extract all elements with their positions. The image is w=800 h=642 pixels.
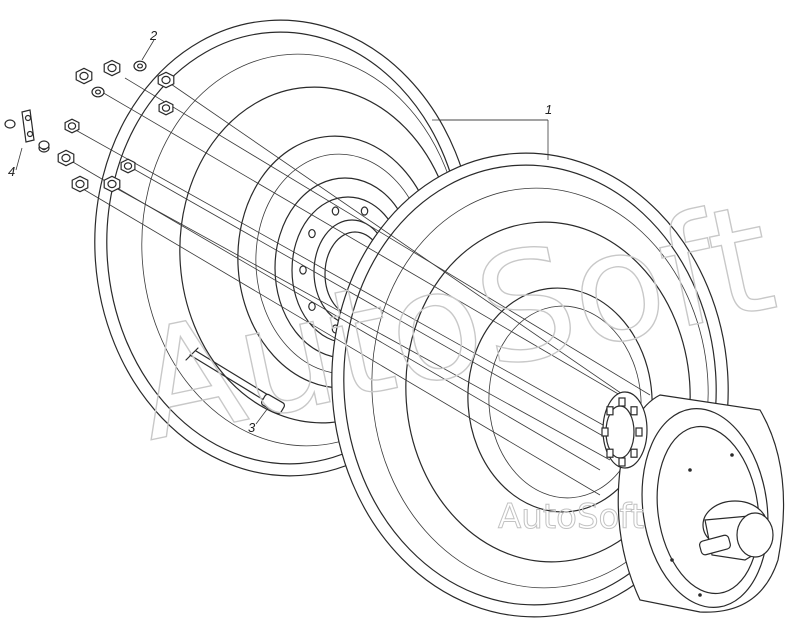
wheel-nut [103, 59, 121, 77]
wheel-nuts-and-washers [38, 59, 175, 193]
hub-stud [618, 457, 626, 467]
watermark-small: AutoSoft [498, 497, 644, 537]
wheel-hub-drum [601, 391, 785, 613]
wheel-nut [120, 158, 136, 174]
valve-stem [185, 347, 286, 415]
wheel-nut [157, 71, 175, 89]
bolt-hole [331, 206, 340, 216]
callout-labels: 1 2 3 4 [8, 28, 552, 435]
callout-4: 4 [8, 164, 15, 179]
hub-stud [635, 427, 643, 437]
bolt-hole [360, 206, 369, 216]
wheel-nut [75, 67, 93, 85]
stud-axis-lines [65, 77, 661, 496]
wheel-nut [57, 149, 75, 167]
hub-studs [601, 397, 643, 467]
callout-3: 3 [248, 420, 256, 435]
hub-stud [630, 406, 638, 416]
washer [91, 86, 105, 98]
wheel-nut [71, 175, 89, 193]
hub-stud [606, 448, 614, 458]
hub-stud [601, 427, 609, 437]
leader-lines [15, 39, 549, 425]
callout-1: 1 [545, 102, 552, 117]
lock-plate-bracket [4, 109, 50, 150]
bolt-hole [299, 265, 307, 275]
bolt-hole [308, 228, 316, 239]
hub-stud [618, 397, 626, 407]
wheel-nut [103, 175, 121, 193]
hub-stud [606, 406, 614, 416]
callout-2: 2 [149, 28, 158, 43]
wheel-nut [64, 118, 80, 134]
washer [133, 60, 147, 72]
wheel-nut [158, 100, 174, 116]
hub-stud [630, 448, 638, 458]
bolt-hole [308, 301, 316, 312]
